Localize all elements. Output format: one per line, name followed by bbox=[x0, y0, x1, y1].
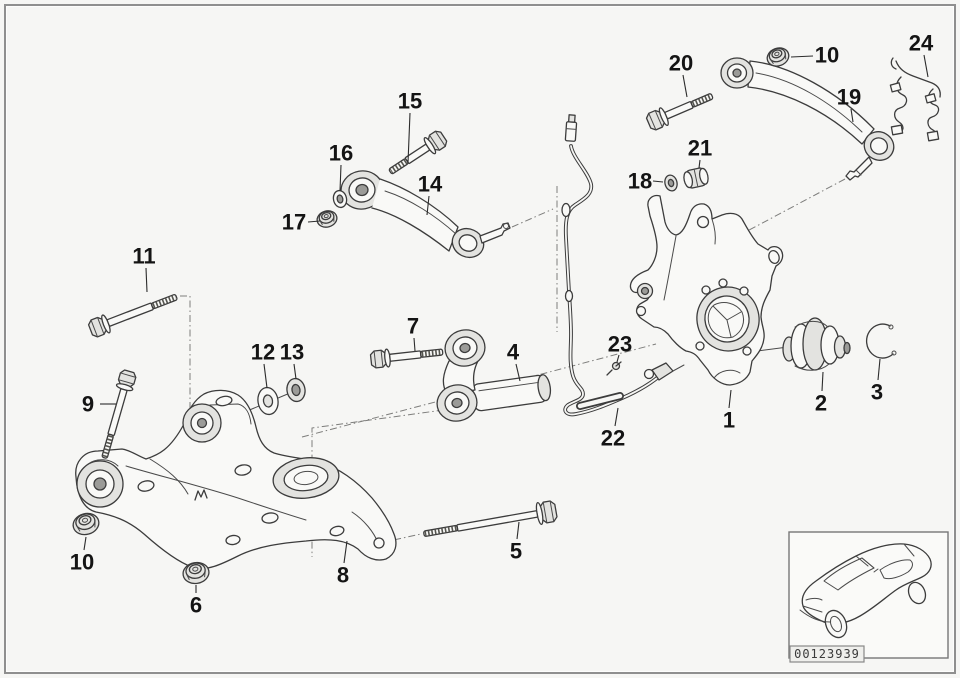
callout-label-23: 23 bbox=[608, 332, 632, 357]
image-code-box bbox=[789, 645, 865, 663]
part-lower-swing-arm bbox=[75, 389, 397, 570]
callout-leader bbox=[293, 363, 297, 380]
callout-label-14: 14 bbox=[418, 172, 443, 197]
callout-label-10: 10 bbox=[815, 43, 839, 68]
callout-label-11: 11 bbox=[132, 244, 155, 269]
callout-label-16: 16 bbox=[329, 141, 353, 166]
part-bushing-21 bbox=[683, 167, 709, 189]
callout-leader bbox=[426, 195, 430, 216]
callout-leader bbox=[413, 337, 416, 352]
callout-label-17: 17 bbox=[282, 210, 306, 235]
part-bolt-5 bbox=[423, 500, 558, 537]
part-washer-12 bbox=[257, 386, 279, 416]
callout-leader bbox=[790, 55, 814, 58]
callout-leader bbox=[407, 112, 411, 164]
callout-label-8: 8 bbox=[337, 563, 349, 588]
callout-label-19: 19 bbox=[837, 85, 861, 110]
callout-label-20: 20 bbox=[669, 51, 693, 76]
callout-leader bbox=[343, 540, 348, 564]
part-integral-link bbox=[436, 329, 552, 422]
part-bolt-20 bbox=[645, 93, 714, 131]
stamped-arrow-mark bbox=[194, 489, 208, 501]
callout-leader bbox=[83, 536, 87, 551]
part-bolt-7 bbox=[369, 348, 444, 369]
callout-leader bbox=[616, 354, 620, 363]
callout-label-18: 18 bbox=[628, 169, 652, 194]
callout-leader bbox=[698, 159, 701, 169]
part-washer-18 bbox=[664, 174, 678, 192]
part-nut-6 bbox=[182, 561, 210, 585]
part-ball-joint bbox=[782, 317, 851, 371]
callout-label-2: 2 bbox=[815, 391, 827, 416]
callout-label-24: 24 bbox=[909, 31, 934, 56]
part-washer-16 bbox=[332, 189, 348, 209]
fasteners bbox=[72, 47, 790, 585]
callout-leader bbox=[614, 407, 619, 427]
part-nut-10-upper bbox=[766, 47, 790, 67]
callout-label-22: 22 bbox=[601, 426, 625, 451]
callout-label-21: 21 bbox=[688, 136, 712, 161]
callout-label-5: 5 bbox=[510, 539, 522, 564]
callout-label-12: 12 bbox=[251, 340, 275, 365]
callout-leader bbox=[263, 363, 268, 389]
callout-label-7: 7 bbox=[407, 314, 419, 339]
part-clip-bracket bbox=[889, 57, 941, 142]
callout-label-10: 10 bbox=[70, 550, 94, 575]
callout-label-15: 15 bbox=[398, 89, 422, 114]
callout-leader bbox=[516, 521, 520, 540]
callout-leader bbox=[728, 389, 732, 409]
callout-leader bbox=[850, 108, 854, 123]
callout-leader bbox=[923, 54, 929, 78]
part-bolt-9 bbox=[101, 369, 137, 459]
car-icon bbox=[799, 543, 932, 639]
callout-leader bbox=[307, 220, 321, 223]
callout-label-4: 4 bbox=[507, 340, 520, 365]
part-nut-10-lower bbox=[72, 512, 100, 536]
image-code: 00123939 bbox=[794, 647, 860, 661]
part-clamp-screw bbox=[606, 361, 622, 376]
callout-label-3: 3 bbox=[871, 380, 883, 405]
callout-label-13: 13 bbox=[280, 340, 304, 365]
callout-label-6: 6 bbox=[190, 593, 202, 618]
part-snap-ring bbox=[866, 323, 897, 359]
part-bolt-15 bbox=[388, 130, 448, 175]
callout-leader bbox=[339, 164, 342, 192]
part-camber-arm bbox=[720, 57, 895, 181]
callout-leader bbox=[877, 358, 881, 381]
callout-leader bbox=[145, 267, 148, 293]
part-abs-sensor-cable bbox=[561, 114, 685, 417]
callout-label-9: 9 bbox=[82, 392, 94, 417]
callout-leader bbox=[821, 371, 824, 392]
callout-label-1: 1 bbox=[723, 408, 735, 433]
part-nut-17 bbox=[316, 210, 338, 228]
callout-leader bbox=[652, 180, 664, 183]
callout-leader bbox=[515, 363, 521, 382]
callout-leader bbox=[682, 74, 688, 98]
part-washer-13 bbox=[286, 377, 306, 403]
part-bolt-11 bbox=[87, 294, 178, 338]
part-wheel-carrier bbox=[629, 194, 784, 386]
part-track-strut bbox=[340, 170, 511, 259]
vehicle-thumbnail: 00123939 bbox=[788, 531, 949, 663]
